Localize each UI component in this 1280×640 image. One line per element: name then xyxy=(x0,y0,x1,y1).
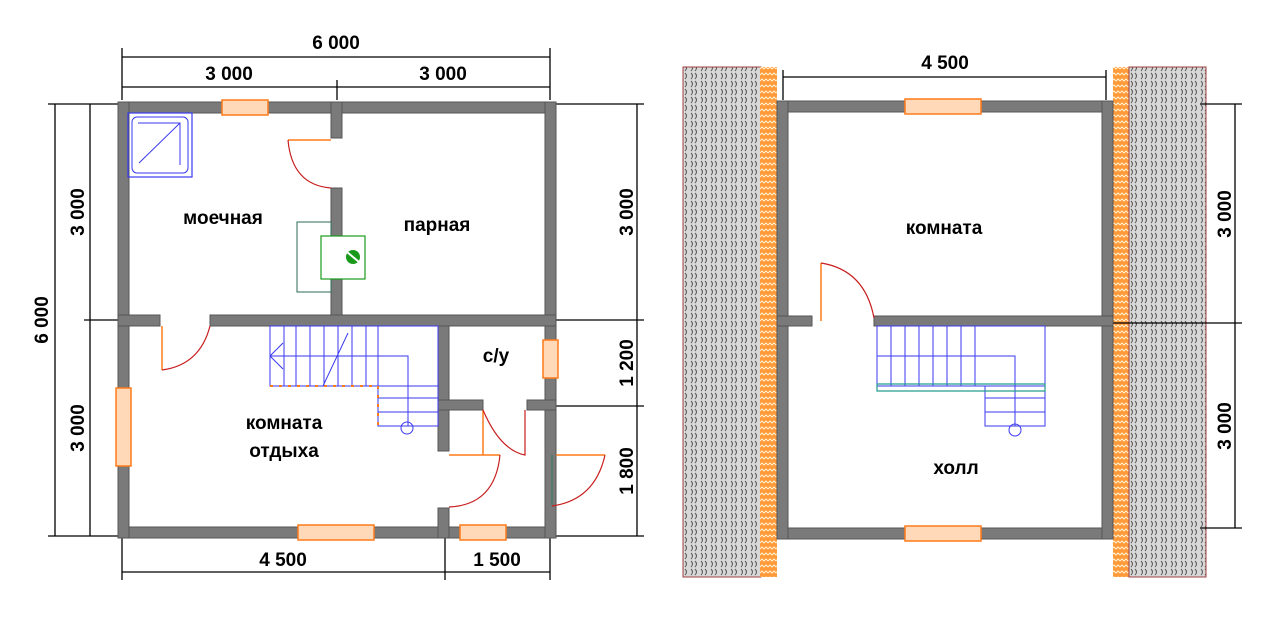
attic-dim-top: 4 500 xyxy=(921,53,969,74)
dim-right-mid: 1 200 xyxy=(617,339,638,387)
attic-staircase xyxy=(876,325,1046,437)
window xyxy=(459,524,507,541)
room-rest-line2: отдыха xyxy=(249,441,319,462)
dim-bottom-right: 1 500 xyxy=(473,550,521,571)
room-bathroom: с/у xyxy=(483,346,510,367)
window xyxy=(297,524,375,541)
room-steam-room: парная xyxy=(404,215,471,236)
dim-top-right: 3 000 xyxy=(419,64,467,85)
ground-floor-plan: 6 000 3 000 3 000 6 000 3 000 3 000 3 00… xyxy=(32,33,644,580)
room-rest-line1: комната xyxy=(246,413,323,434)
room-hall: холл xyxy=(933,458,978,479)
dim-top-left: 3 000 xyxy=(205,64,253,85)
dim-total-height: 6 000 xyxy=(32,296,53,344)
window xyxy=(221,99,269,116)
attic-dim-right-bottom: 3 000 xyxy=(1215,402,1236,450)
dim-bottom-left: 4 500 xyxy=(259,550,307,571)
window xyxy=(904,98,982,115)
stove xyxy=(296,221,366,293)
room-washroom: моечная xyxy=(183,208,263,229)
door xyxy=(820,262,875,319)
doors xyxy=(161,139,606,508)
dimension-lines xyxy=(48,48,644,580)
attic-dim-right-top: 3 000 xyxy=(1215,190,1236,238)
dim-right-bottom: 1 800 xyxy=(617,447,638,495)
shower-tray xyxy=(127,112,193,178)
staircase xyxy=(269,325,439,435)
walls xyxy=(117,101,557,539)
dim-left-bottom: 3 000 xyxy=(68,404,89,452)
room-attic-room: комната xyxy=(906,218,983,239)
dim-left-top: 3 000 xyxy=(68,188,89,236)
dim-right-top: 3 000 xyxy=(617,188,638,236)
dim-total-width: 6 000 xyxy=(312,33,360,54)
window xyxy=(115,387,132,467)
window xyxy=(542,339,559,379)
attic-floor-plan: 4 500 3 000 3 000 комната холл xyxy=(682,53,1242,578)
window xyxy=(904,525,982,542)
roof-slopes xyxy=(682,66,1207,578)
